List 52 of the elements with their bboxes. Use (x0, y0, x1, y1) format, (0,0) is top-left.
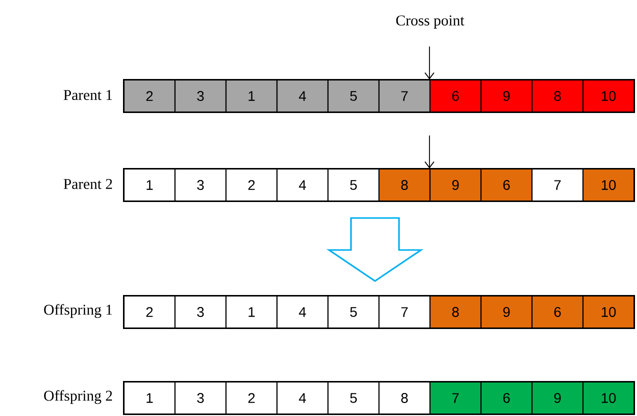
gene-cell: 4 (276, 79, 329, 113)
gene-cell: 10 (582, 381, 635, 415)
gene-cell: 7 (378, 79, 431, 113)
gene-cell: 2 (123, 79, 176, 113)
gene-cell: 4 (276, 168, 329, 202)
gene-cell: 1 (123, 168, 176, 202)
gene-cell: 9 (480, 295, 533, 329)
gene-cell: 7 (429, 381, 482, 415)
chromosome-bar (123, 79, 635, 113)
gene-cell: 5 (327, 295, 380, 329)
gene-cell: 1 (225, 295, 278, 329)
gene-cell: 6 (480, 168, 533, 202)
gene-cell: 9 (480, 79, 533, 113)
gene-cell: 1 (123, 381, 176, 415)
row-label: Parent 2 (64, 178, 112, 190)
gene-cell: 8 (378, 381, 431, 415)
gene-cell: 4 (276, 295, 329, 329)
gene-cell: 7 (531, 168, 584, 202)
row-label: Offspring 2 (44, 390, 112, 404)
gene-cell: 7 (378, 295, 431, 329)
block-arrow (326, 217, 424, 282)
gene-cell: 2 (225, 168, 278, 202)
gene-cell: 3 (174, 168, 227, 202)
gene-cell: 5 (327, 168, 380, 202)
gene-cell: 3 (174, 79, 227, 113)
gene-cell: 5 (327, 79, 380, 113)
gene-cell: 9 (531, 381, 584, 415)
gene-cell: 3 (174, 381, 227, 415)
gene-cell: 10 (582, 295, 635, 329)
row-label: Offspring 1 (44, 304, 112, 318)
gene-cell: 4 (276, 381, 329, 415)
cross-point-label: Cross point (396, 15, 464, 29)
gene-cell: 9 (429, 168, 482, 202)
gene-cell: 6 (480, 381, 533, 415)
chromosome-bar (123, 381, 635, 415)
gene-cell: 2 (123, 295, 176, 329)
gene-cell: 5 (327, 381, 380, 415)
arrow (424, 135, 434, 168)
gene-cell: 1 (225, 79, 278, 113)
gene-cell: 2 (225, 381, 278, 415)
arrow (424, 46, 434, 80)
chromosome-bar (123, 168, 635, 202)
gene-cell: 8 (429, 295, 482, 329)
gene-cell: 10 (582, 79, 635, 113)
gene-cell: 6 (429, 79, 482, 113)
gene-cell: 8 (531, 79, 584, 113)
row-label: Parent 1 (64, 90, 112, 100)
gene-cell: 3 (174, 295, 227, 329)
gene-cell: 10 (582, 168, 635, 202)
gene-cell: 6 (531, 295, 584, 329)
gene-cell: 8 (378, 168, 431, 202)
chromosome-bar (123, 295, 635, 329)
